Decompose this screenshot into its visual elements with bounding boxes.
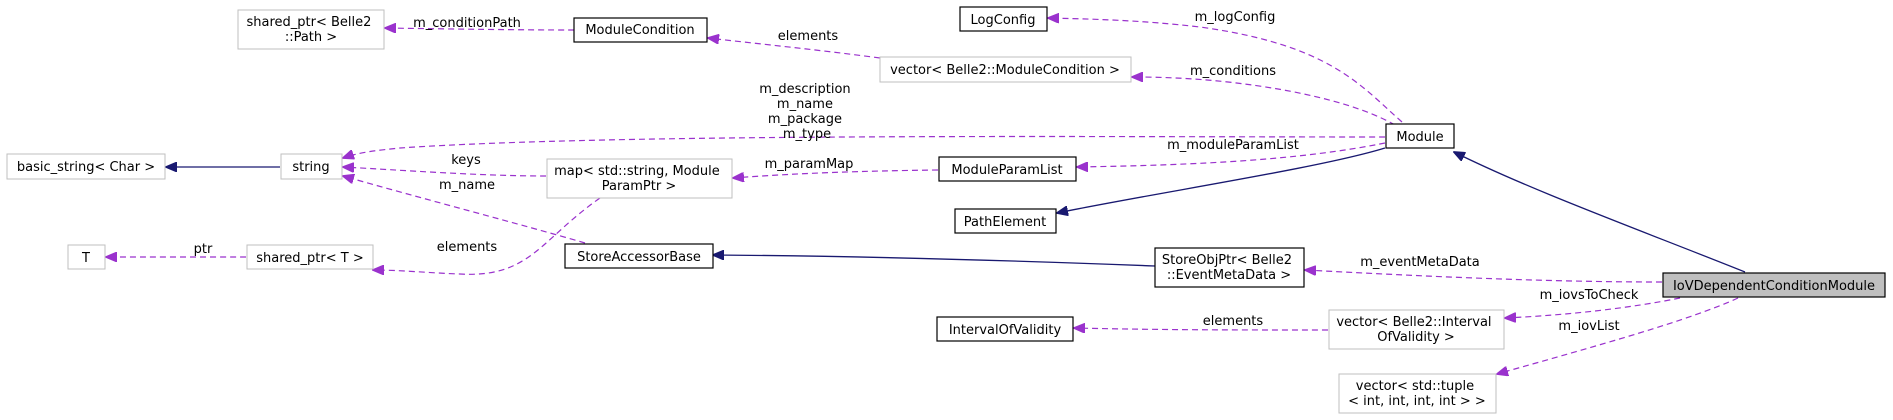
edge-m-conditionpath (385, 28, 575, 30)
node-module[interactable]: Module (1385, 123, 1455, 149)
node-iov-dependent-condition-module[interactable]: IoVDependentConditionModule (1662, 272, 1886, 298)
node-string[interactable]: string (280, 153, 343, 180)
node-log-config[interactable]: LogConfig (959, 6, 1048, 32)
label-m-parammap: m_paramMap (765, 157, 854, 172)
svg-text:PathElement: PathElement (964, 215, 1046, 230)
node-t[interactable]: T (67, 244, 106, 270)
label-keys: keys (451, 153, 481, 168)
label-m-conditionpath: m_conditionPath (413, 16, 521, 31)
node-shared-ptr-path[interactable]: shared_ptr< Belle2 ::Path > (237, 9, 385, 50)
edge-elements-module-condition (708, 38, 881, 59)
svg-text:StoreAccessorBase: StoreAccessorBase (577, 250, 701, 265)
edge-labels: m_conditionPath elements m_logConfig m_c… (194, 10, 1639, 334)
node-store-accessor-base[interactable]: StoreAccessorBase (564, 243, 714, 269)
edge-m-iovstocheck (1505, 297, 1681, 318)
label-m-iovlist: m_iovList (1558, 319, 1619, 334)
edges (106, 18, 1746, 374)
label-ptr: ptr (194, 242, 213, 257)
label-m-logconfig: m_logConfig (1195, 10, 1276, 25)
label-m-eventmetadata: m_eventMetaData (1360, 255, 1480, 270)
label-m-name-store: m_name (439, 178, 495, 193)
edge-m-conditions (1132, 77, 1396, 126)
svg-text:IoVDependentConditionModule: IoVDependentConditionModule (1673, 279, 1875, 294)
edge-elements-map (373, 197, 601, 274)
label-m-moduleparamlist: m_moduleParamList (1167, 138, 1299, 153)
edge-elements-interval (1074, 328, 1329, 330)
label-m-iovstocheck: m_iovsToCheck (1540, 288, 1639, 303)
edge-m-iovlist (1497, 297, 1739, 374)
node-map-string-param[interactable]: map< std::string, Module ParamPtr > (546, 158, 733, 199)
svg-text:vector< std::tuple < i: vector< std::tuple < int, int, int, int … (1348, 379, 1486, 409)
node-basic-string[interactable]: basic_string< Char > (6, 153, 166, 180)
label-m-description: m_description m_name m_package m_type (759, 82, 855, 142)
svg-text:vector< Belle2::Interval: vector< Belle2::Interval OfValidity > (1336, 315, 1495, 345)
node-module-condition[interactable]: ModuleCondition (573, 17, 708, 43)
edge-inherit-module-pathelement (1057, 147, 1386, 213)
svg-text:ModuleParamList: ModuleParamList (951, 163, 1062, 178)
node-module-param-list[interactable]: ModuleParamList (938, 156, 1077, 182)
svg-text:IntervalOfValidity: IntervalOfValidity (949, 323, 1062, 338)
svg-text:vector< Belle2::ModuleConditio: vector< Belle2::ModuleCondition > (890, 63, 1120, 78)
edge-m-parammap (733, 169, 939, 178)
edge-m-name-store (343, 176, 586, 244)
edge-m-description (343, 135, 1386, 158)
label-elements-module-condition: elements (778, 29, 839, 44)
svg-text:LogConfig: LogConfig (971, 13, 1036, 28)
nodes: shared_ptr< Belle2 ::Path > ModuleCondit… (6, 6, 1886, 414)
edge-keys (343, 167, 547, 177)
svg-text:Module: Module (1396, 130, 1443, 145)
label-elements-interval: elements (1203, 314, 1264, 329)
edge-m-eventmetadata (1305, 270, 1663, 283)
node-vector-interval[interactable]: vector< Belle2::Interval OfValidity > (1328, 309, 1505, 350)
label-m-conditions: m_conditions (1190, 64, 1276, 79)
edge-m-moduleparamlist (1077, 142, 1386, 167)
edge-m-logconfig (1048, 18, 1403, 123)
svg-text:map< std::string, Module: map< std::string, Module ParamPtr > (554, 164, 724, 194)
svg-text:string: string (292, 160, 329, 175)
edge-inherit-storeobjptr-storeaccessor (713, 255, 1156, 267)
node-shared-ptr-t[interactable]: shared_ptr< T > (246, 244, 374, 270)
node-interval-of-validity[interactable]: IntervalOfValidity (936, 316, 1074, 342)
svg-text:StoreObjPtr< Belle2 ::: StoreObjPtr< Belle2 ::EventMetaData > (1162, 253, 1296, 283)
label-elements-map: elements (437, 240, 498, 255)
node-store-obj-ptr[interactable]: StoreObjPtr< Belle2 ::EventMetaData > (1154, 247, 1305, 288)
edge-inherit-iov-module (1454, 152, 1746, 273)
svg-text:shared_ptr< T >: shared_ptr< T > (256, 251, 363, 266)
node-vector-module-condition[interactable]: vector< Belle2::ModuleCondition > (879, 56, 1132, 83)
svg-text:shared_ptr< Belle2 ::P: shared_ptr< Belle2 ::Path > (246, 15, 375, 45)
svg-text:ModuleCondition: ModuleCondition (585, 23, 694, 38)
node-vector-tuple[interactable]: vector< std::tuple < int, int, int, int … (1338, 373, 1497, 414)
svg-text:T: T (81, 251, 90, 266)
node-path-element[interactable]: PathElement (954, 208, 1057, 234)
svg-text:basic_string< Char >: basic_string< Char > (17, 160, 155, 175)
